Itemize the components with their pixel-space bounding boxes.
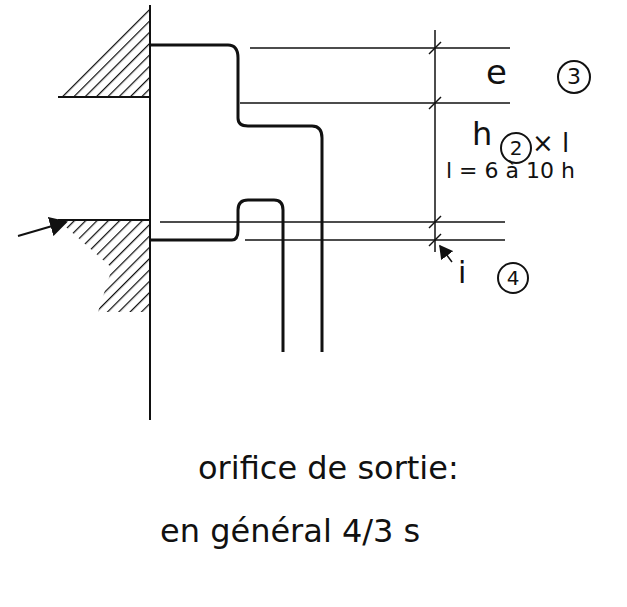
dimension-label: h xyxy=(472,118,492,150)
dimension-label: e xyxy=(486,55,507,89)
callout-number: 4 xyxy=(497,262,529,294)
callout-number: 3 xyxy=(557,60,591,94)
dimension-note: l = 6 à 10 h xyxy=(446,160,575,182)
dimension-label: i xyxy=(458,258,466,288)
dimension-lines xyxy=(160,30,510,262)
dimension-label: × l xyxy=(532,130,569,156)
wall-line xyxy=(149,5,151,420)
pointer-arrow xyxy=(18,222,66,236)
labyrinth-profile xyxy=(150,45,322,352)
note-text: orifice de sortie: xyxy=(198,452,459,484)
hatched-wall xyxy=(58,5,150,312)
note-text: en général 4/3 s xyxy=(160,515,420,547)
